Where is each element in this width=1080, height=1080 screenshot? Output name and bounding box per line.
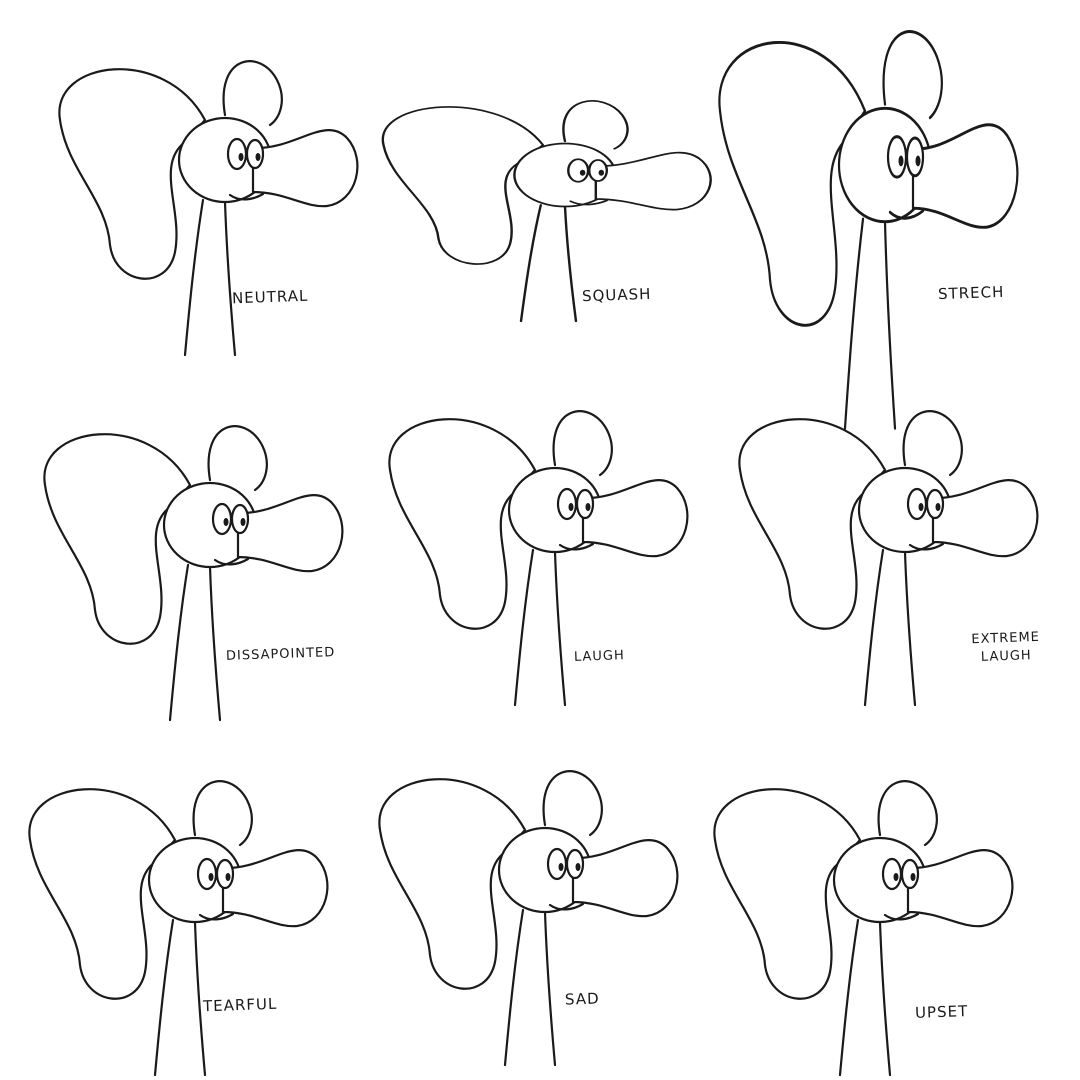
head-squash xyxy=(381,99,712,323)
head-upset xyxy=(713,780,1014,1077)
expression-label-strech: STRECH xyxy=(937,282,1005,304)
head-sad xyxy=(378,770,679,1067)
expression-label-upset: UPSET xyxy=(914,1002,969,1022)
head-strech xyxy=(717,30,1019,430)
expression-label-sad: SAD xyxy=(564,989,600,1009)
head-tearful xyxy=(28,780,329,1077)
expression-label-dissapointed: DISSAPOINTED xyxy=(225,645,336,664)
head-dissapointed xyxy=(43,425,344,722)
expression-label-extreme-laugh: EXTREME LAUGH xyxy=(971,629,1041,665)
expression-label-squash: SQUASH xyxy=(581,284,652,306)
head-neutral xyxy=(58,60,359,357)
expression-label-neutral: NEUTRAL xyxy=(231,286,309,308)
head-laugh xyxy=(388,410,689,707)
expression-label-laugh: LAUGH xyxy=(573,648,626,665)
expression-label-tearful: TEARFUL xyxy=(202,994,278,1016)
